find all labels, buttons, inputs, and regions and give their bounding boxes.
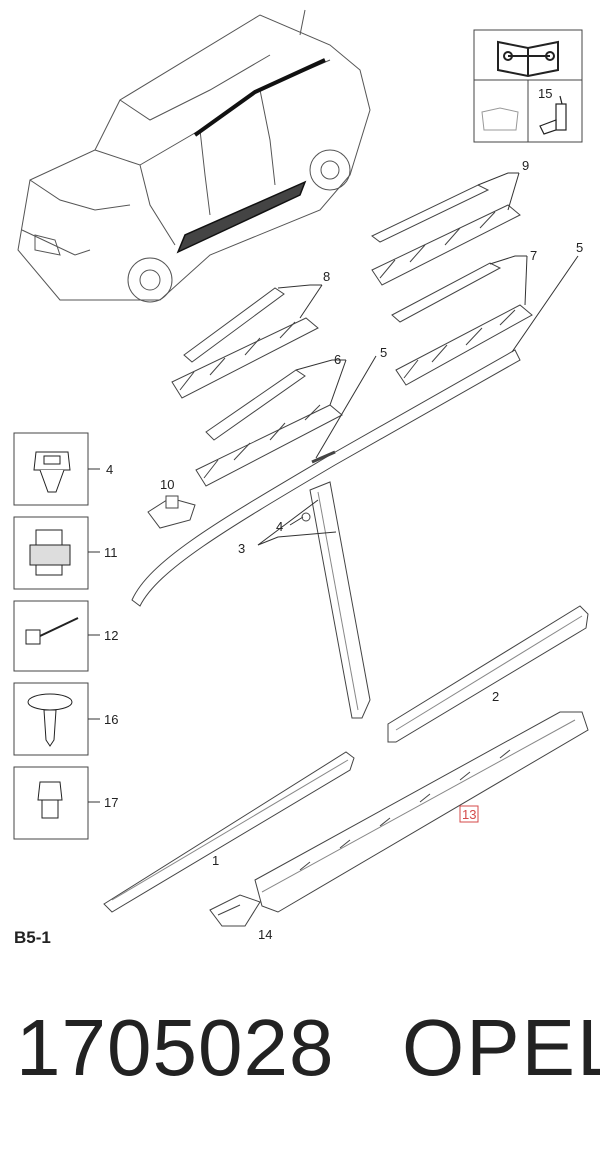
callout-13: 13 [462, 807, 476, 822]
sill-panel-13 [254, 711, 589, 913]
callout-5-upper: 5 [576, 240, 583, 255]
clip-part-10 [147, 495, 196, 529]
pillar-trim-inner-edge [317, 491, 359, 711]
callout-10: 10 [160, 477, 174, 492]
brand-name: OPEL [402, 1003, 600, 1092]
callout-5-lower: 5 [380, 345, 387, 360]
callout-16: 16 [104, 712, 118, 727]
callout-13-highlight-box [459, 805, 479, 823]
sill-end-cap-14 [209, 894, 261, 927]
callout-9: 9 [522, 158, 529, 173]
reference-box [473, 29, 583, 143]
car-sill-highlight [176, 180, 307, 254]
pillar-trim-3 [309, 481, 371, 719]
manual-wrench-icon [497, 40, 559, 78]
sill-panel-clips [299, 749, 511, 871]
callout-4-box: 4 [106, 462, 113, 477]
part-15-bottle-icon [539, 95, 567, 135]
door-moulding-1-edge [111, 759, 349, 901]
car-illustration [17, 9, 371, 303]
part-leader-lines [257, 172, 579, 546]
part-number: 1705028 [16, 1003, 335, 1092]
callout-4-small: 4 [276, 519, 283, 534]
callout-11: 11 [104, 545, 118, 560]
parts-diagram: 15 [13, 9, 589, 942]
clip-remover-icon [481, 107, 519, 131]
fastener-box-16 [13, 682, 89, 756]
fastener-box-12 [13, 600, 89, 672]
car-roof-rail-highlight [193, 58, 326, 137]
door-moulding-2-edge [395, 615, 583, 731]
callout-17: 17 [104, 795, 118, 810]
small-clip-4 [301, 512, 311, 522]
callout-2: 2 [492, 689, 499, 704]
callout-8: 8 [323, 269, 330, 284]
fastener-box-17 [13, 766, 89, 840]
clip-strip-8 [171, 287, 319, 399]
sill-panel-13-edge [261, 719, 576, 893]
clip-strip-9 [371, 184, 521, 286]
footer: 1705028 OPEL [16, 1003, 600, 1108]
clip-strip-6 [195, 369, 343, 487]
fastener-box-11 [13, 516, 89, 590]
callout-15: 15 [538, 86, 552, 101]
diagram-reference-code: B5-1 [14, 928, 51, 947]
clip-strip-7 [391, 262, 533, 386]
callout-3: 3 [238, 541, 245, 556]
door-moulding-1 [103, 751, 355, 913]
roof-rail-joint [311, 450, 336, 464]
callout-14: 14 [258, 927, 272, 942]
box-leader-lines [88, 468, 100, 803]
roof-rail-moulding-5 [131, 349, 521, 607]
callout-12: 12 [104, 628, 118, 643]
callout-1: 1 [212, 853, 219, 868]
fastener-box-4 [13, 432, 89, 506]
callout-6: 6 [334, 352, 341, 367]
callout-7: 7 [530, 248, 537, 263]
